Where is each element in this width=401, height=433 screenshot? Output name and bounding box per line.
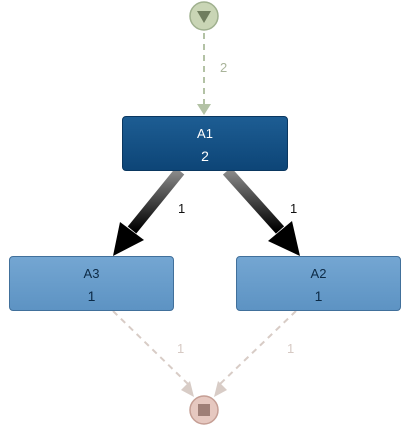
activity-node-a3[interactable]: A3 1 <box>9 256 174 311</box>
edge-start-a1 <box>197 33 211 115</box>
edge-label-a2-end: 1 <box>287 341 295 356</box>
activity-count: 1 <box>87 288 96 304</box>
edge-a2-end <box>214 310 297 397</box>
activity-name: A1 <box>197 126 213 141</box>
edge-a1-a3 <box>113 167 185 256</box>
activity-count: 1 <box>314 288 323 304</box>
end-event[interactable] <box>189 395 219 425</box>
edge-label-a1-a2: 1 <box>290 201 298 216</box>
edge-a3-end <box>112 310 194 397</box>
play-down-icon <box>197 11 211 23</box>
activity-name: A2 <box>310 266 327 281</box>
edge-a1-a2 <box>222 167 300 256</box>
edge-label-a1-a3: 1 <box>178 201 186 216</box>
activity-node-a2[interactable]: A2 1 <box>236 256 401 311</box>
activity-node-a1[interactable]: A1 2 <box>122 116 288 171</box>
activity-count: 2 <box>201 148 209 164</box>
edge-label-a3-end: 1 <box>177 341 185 356</box>
stop-square-icon <box>198 404 210 416</box>
edge-label-start-a1: 2 <box>220 60 228 75</box>
activity-name: A3 <box>83 266 100 281</box>
start-event[interactable] <box>189 1 219 31</box>
